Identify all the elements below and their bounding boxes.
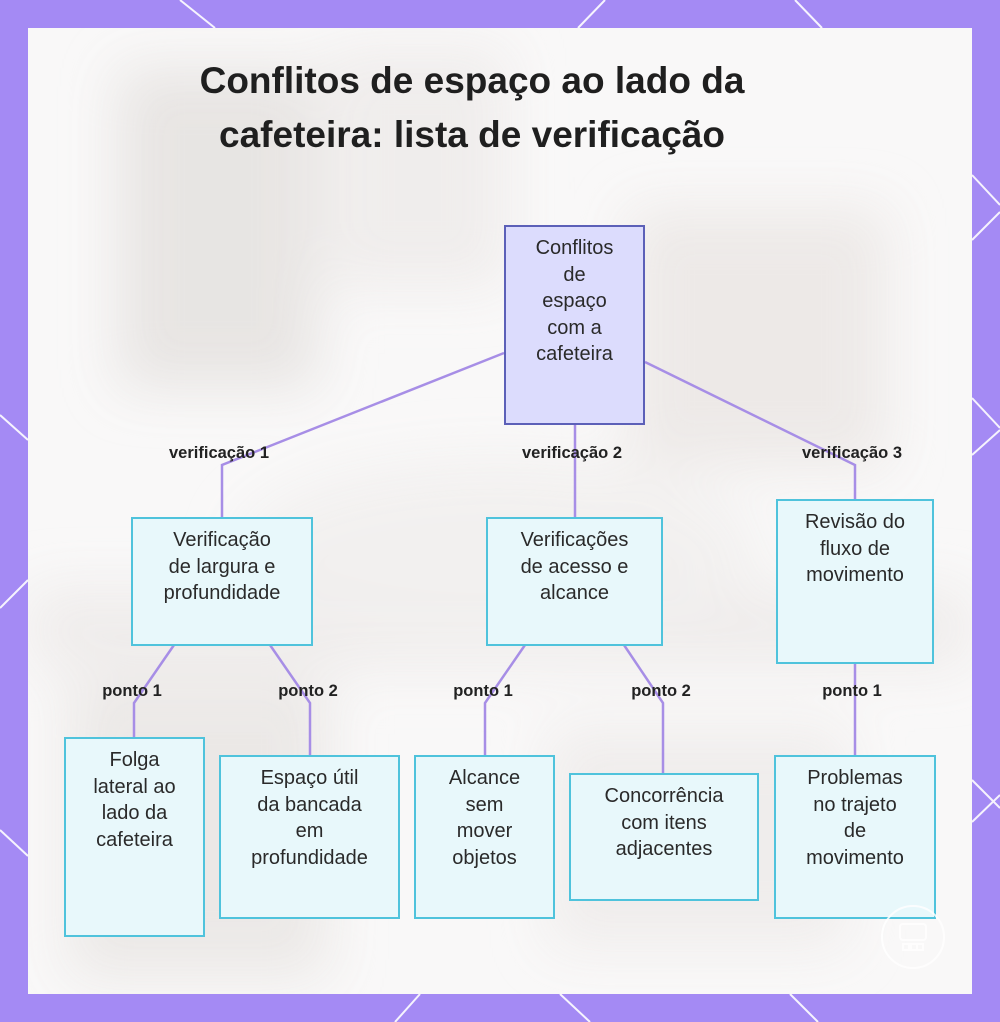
brand-logo-icon	[881, 905, 945, 969]
connector-root-check-3	[644, 360, 857, 499]
node-root: Conflitos de espaço com a cafeteira	[504, 225, 645, 425]
edge-label-check-3: verificação 3	[802, 444, 902, 462]
node-check-2: Verificações de acesso e alcance	[486, 517, 663, 646]
edge-label-check-2-point-1: ponto 1	[453, 682, 513, 700]
connector-check-1-point-1	[132, 644, 176, 737]
edge-label-check-1-point-1: ponto 1	[102, 682, 162, 700]
edge-label-check-2: verificação 2	[522, 444, 622, 462]
node-check-1: Verificação de largura e profundidade	[131, 517, 313, 646]
title-line-2: cafeteira: lista de verificação	[219, 114, 725, 155]
connector-check-2-point-1	[483, 644, 527, 755]
edge-label-check-1: verificação 1	[169, 444, 269, 462]
title-line-1: Conflitos de espaço ao lado da	[199, 60, 745, 101]
edge-label-check-1-point-2: ponto 2	[278, 682, 338, 700]
connector-check-2-point-2	[622, 644, 665, 773]
node-check-3-point-1: Problemas no trajeto de movimento	[774, 755, 936, 919]
connector-root-check-1	[220, 351, 505, 517]
edge-label-check-3-point-1: ponto 1	[822, 682, 882, 700]
node-check-1-point-1: Folga lateral ao lado da cafeteira	[64, 737, 205, 937]
connector-check-1-point-2	[268, 644, 312, 755]
node-check-2-point-1: Alcance sem mover objetos	[414, 755, 555, 919]
node-check-1-point-2: Espaço útil da bancada em profundidade	[219, 755, 400, 919]
node-check-3: Revisão do fluxo de movimento	[776, 499, 934, 664]
diagram-title: Conflitos de espaço ao lado da cafeteira…	[120, 54, 824, 162]
edge-label-check-2-point-2: ponto 2	[631, 682, 691, 700]
node-check-2-point-2: Concorrência com itens adjacentes	[569, 773, 759, 901]
